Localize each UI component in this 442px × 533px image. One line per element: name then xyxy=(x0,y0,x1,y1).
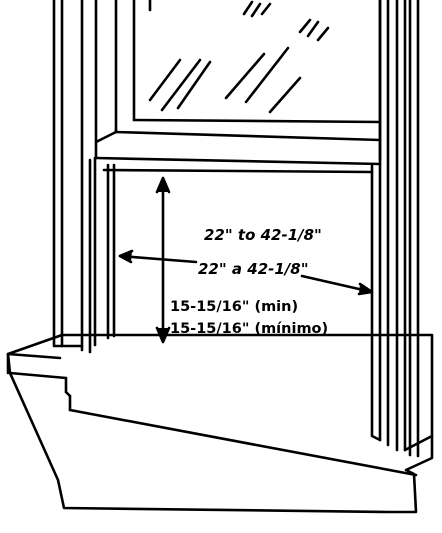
left-jamb xyxy=(52,0,116,354)
window-sash xyxy=(94,0,382,174)
width-label-english: 22" to 42-1/8" xyxy=(204,226,322,244)
glass-pane xyxy=(132,0,382,124)
window-sill xyxy=(6,333,434,514)
height-label-english: 15-15/16" (min) xyxy=(170,299,298,315)
width-label-spanish: 22" a 42-1/8" xyxy=(198,260,309,278)
width-dimension-arrow xyxy=(118,249,374,296)
height-label-spanish: 15-15/16" (mínimo) xyxy=(170,321,328,337)
glass-reflection xyxy=(148,0,330,114)
